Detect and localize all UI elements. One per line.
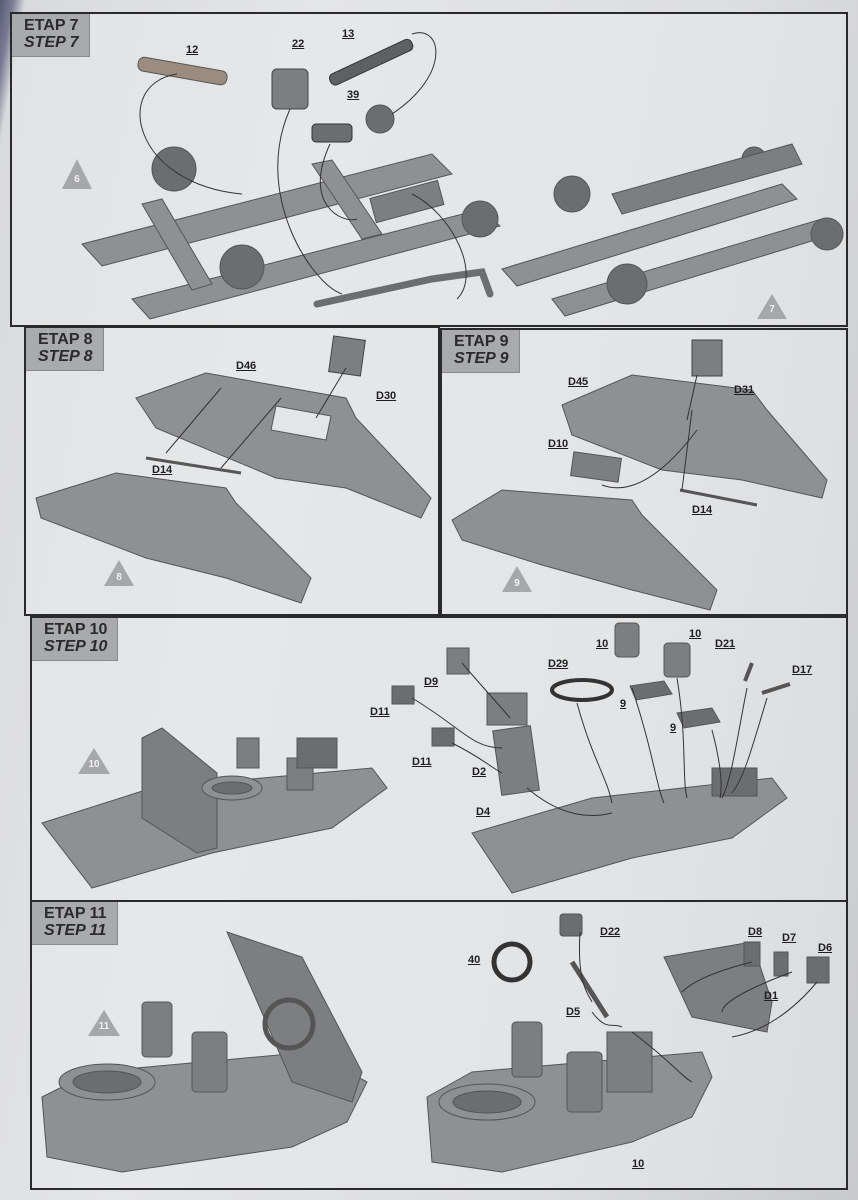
part-d11-callout-a: D11: [370, 706, 390, 718]
part-d6-callout: D6: [818, 942, 833, 954]
part-d5-callout: D5: [566, 1006, 581, 1018]
part-d14-callout: D14: [152, 464, 173, 476]
step-11-step: STEP 11: [44, 921, 107, 939]
step-7-ref-6: 6: [74, 174, 80, 185]
step-7-step: STEP 7: [24, 33, 79, 51]
step-8-hull-drawing: [35, 335, 432, 604]
part-d29-callout: D29: [548, 658, 569, 670]
step-11-label: ETAP 11 STEP 11: [32, 902, 118, 945]
part-d2-callout: D2: [472, 766, 487, 778]
part-d46-callout: D46: [236, 360, 257, 372]
step-8-step: STEP 8: [38, 347, 93, 365]
part-d9-callout: D9: [424, 676, 439, 688]
step-11-panel: ETAP 11 STEP 11: [30, 900, 848, 1190]
step-8-label: ETAP 8 STEP 8: [26, 328, 104, 371]
step-7-panel: ETAP 7 STEP 7: [10, 12, 848, 327]
part-10-callout-a: 10: [596, 638, 609, 650]
part-22-callout: 22: [292, 38, 305, 50]
step-10-step: STEP 10: [44, 637, 108, 655]
part-d10-callout: D10: [548, 438, 569, 450]
step-7-chassis-drawing: [62, 32, 844, 320]
part-13-callout: 13: [342, 28, 355, 40]
part-d45-callout: D45: [568, 376, 589, 388]
step-9-etap: ETAP 9: [454, 333, 509, 350]
step-11-etap: ETAP 11: [44, 905, 107, 922]
part-39-callout: 39: [347, 89, 360, 101]
step-9-step: STEP 9: [454, 349, 509, 367]
step-8-etap: ETAP 8: [38, 331, 93, 348]
step-10-panel: ETAP 10 STEP 10: [30, 616, 848, 902]
step-8-ref-8: 8: [116, 572, 122, 583]
part-d8-callout: D8: [748, 926, 763, 938]
step-9-hull-drawing: [451, 339, 828, 611]
part-d11-callout-b: D11: [412, 756, 432, 768]
part-d22-callout: D22: [600, 926, 621, 938]
part-10-callout-b: 10: [689, 628, 702, 640]
step-9-ref-9: 9: [514, 578, 520, 589]
part-12-callout: 12: [186, 44, 199, 56]
part-d31-callout: D31: [734, 384, 755, 396]
part-40-callout: 40: [468, 954, 481, 966]
step-7-etap: ETAP 7: [24, 17, 79, 34]
step-10-etap: ETAP 10: [44, 621, 108, 638]
step-11-ref-11: 11: [98, 1021, 110, 1032]
part-d7-callout: D7: [782, 932, 797, 944]
step-11-cockpit-drawing: [41, 913, 830, 1173]
step-9-label: ETAP 9 STEP 9: [442, 330, 520, 373]
part-d4-callout: D4: [476, 806, 491, 818]
part-d30-callout: D30: [376, 390, 397, 402]
part-9-callout-b: 9: [670, 722, 677, 734]
step-7-ref-7: 7: [769, 304, 775, 315]
step-9-panel: ETAP 9 STEP 9 D45 D31 D10 D14 9: [440, 328, 848, 616]
step-10-ref-10: 10: [88, 759, 100, 770]
part-d17-callout: D17: [792, 664, 813, 676]
part-d14-callout-step9: D14: [692, 504, 713, 516]
step-8-panel: ETAP 8 STEP 8 D46 D30 D14 8: [24, 326, 440, 616]
part-d1-callout: D1: [764, 990, 779, 1002]
part-10-callout-step11: 10: [632, 1158, 645, 1170]
step-10-floor-drawing: [41, 622, 791, 894]
step-7-label: ETAP 7 STEP 7: [12, 14, 90, 57]
part-9-callout-a: 9: [620, 698, 627, 710]
part-d21-callout: D21: [715, 638, 736, 650]
step-10-label: ETAP 10 STEP 10: [32, 618, 119, 661]
